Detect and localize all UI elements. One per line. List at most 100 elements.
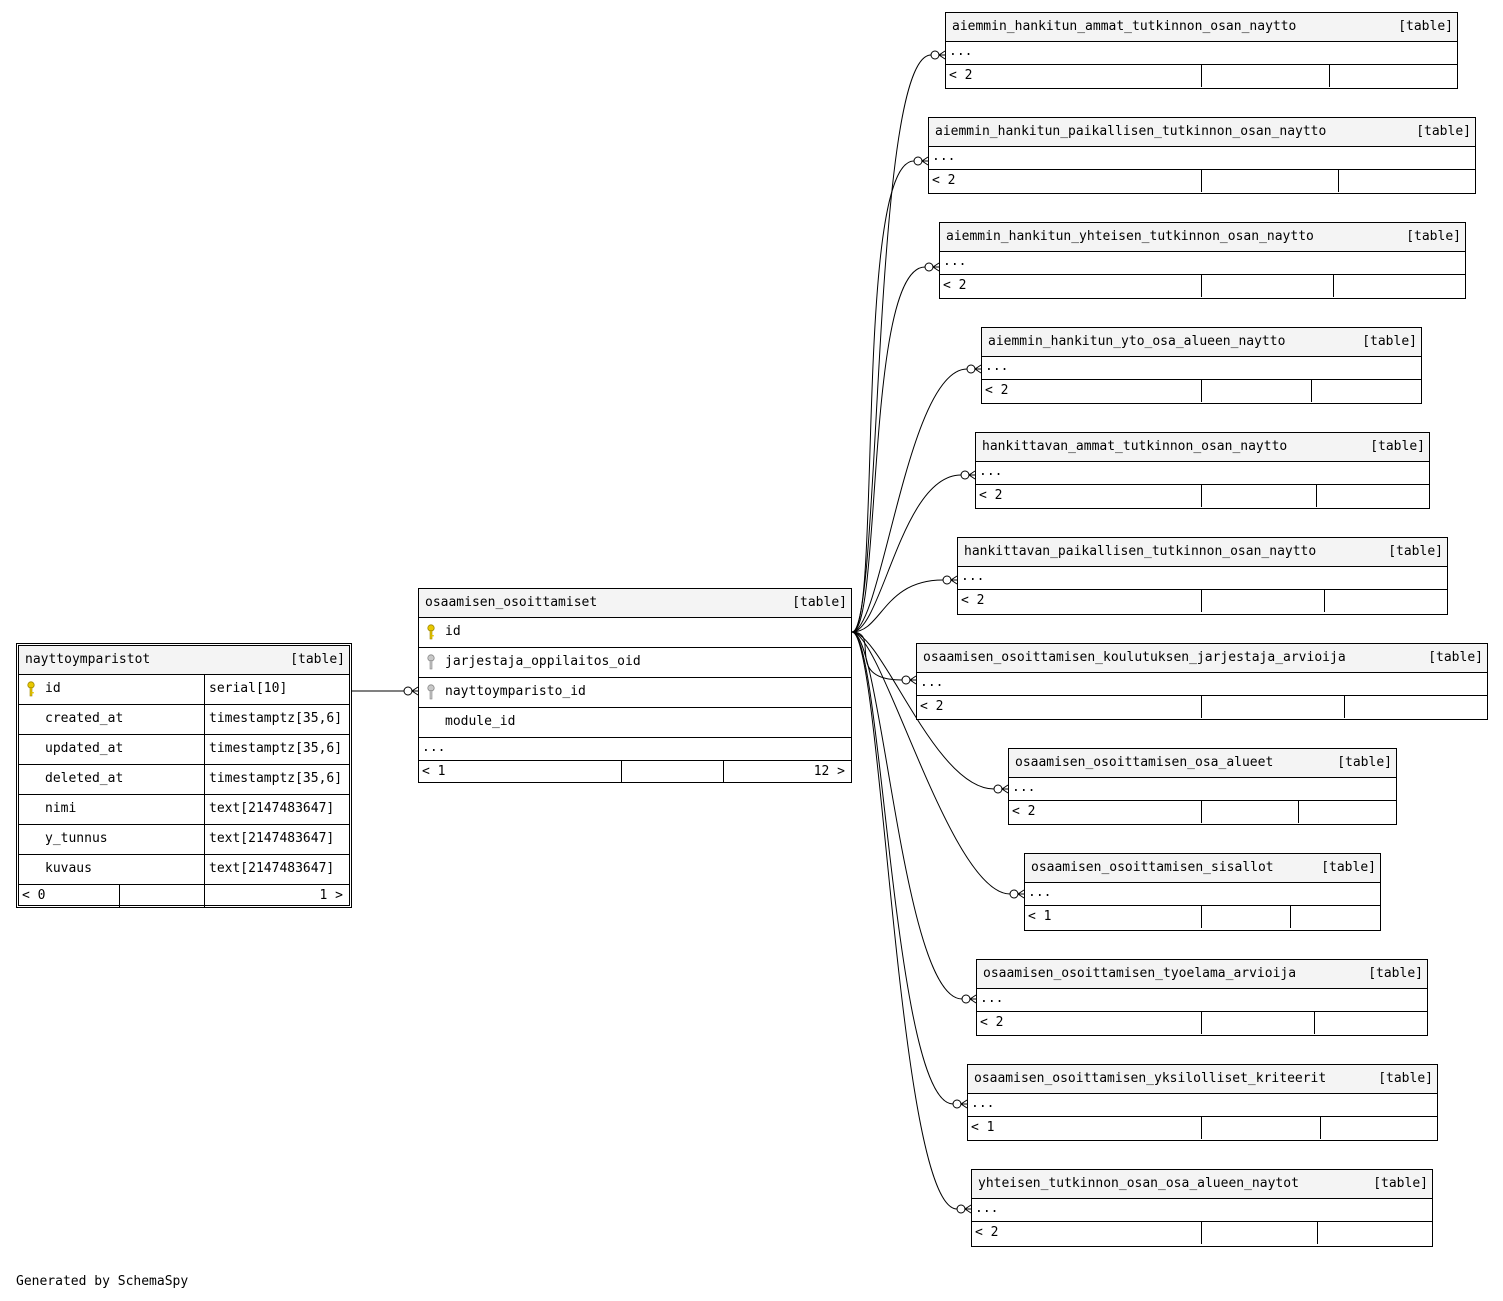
- crows-foot-marker: [938, 50, 946, 60]
- crows-foot-marker: [921, 156, 929, 166]
- table-osaamisen-osoittamiset[interactable]: osaamisen_osoittamiset [table] id jarjes…: [418, 588, 852, 783]
- column-name: nimi: [45, 801, 77, 816]
- table-footer: < 2: [917, 696, 1487, 718]
- table-child[interactable]: osaamisen_osoittamisen_yksilolliset_krit…: [967, 1064, 1438, 1141]
- table-footer: < 2: [940, 275, 1465, 297]
- optional-marker: [966, 364, 976, 374]
- column-name: jarjestaja_oppilaitos_oid: [445, 654, 641, 669]
- table-type-tag: [table]: [1370, 439, 1425, 454]
- relationship-line: [851, 579, 944, 633]
- table-child[interactable]: osaamisen_osoittamisen_sisallot[table] .…: [1024, 853, 1381, 931]
- more-columns: ...: [976, 462, 1429, 485]
- table-name: aiemmin_hankitun_ammat_tutkinnon_osan_na…: [952, 19, 1297, 34]
- table-header: aiemmin_hankitun_paikallisen_tutkinnon_o…: [929, 118, 1475, 147]
- children-count: 1 >: [319, 888, 343, 903]
- table-header: osaamisen_osoittamisen_koulutuksen_jarje…: [917, 644, 1487, 673]
- more-columns: ...: [977, 989, 1427, 1012]
- table-type-tag: [table]: [792, 595, 847, 610]
- optional-marker: [960, 470, 970, 480]
- table-child[interactable]: hankittavan_ammat_tutkinnon_osan_naytto[…: [975, 432, 1430, 509]
- table-child[interactable]: osaamisen_osoittamisen_koulutuksen_jarje…: [916, 643, 1488, 720]
- parents-count: < 1: [971, 1120, 995, 1135]
- more-columns: ...: [972, 1199, 1432, 1222]
- column-row: deleted_at timestamptz[35,6]: [19, 765, 349, 795]
- table-header: aiemmin_hankitun_yhteisen_tutkinnon_osan…: [940, 223, 1465, 252]
- column-name: kuvaus: [45, 861, 92, 876]
- optional-marker: [403, 686, 413, 696]
- column-name: nayttoymparisto_id: [445, 684, 586, 699]
- primary-key-icon: [27, 681, 35, 697]
- table-child[interactable]: aiemmin_hankitun_yto_osa_alueen_naytto[t…: [981, 327, 1422, 404]
- crows-foot-marker: [968, 470, 976, 480]
- table-header: osaamisen_osoittamisen_yksilolliset_krit…: [968, 1065, 1437, 1094]
- table-header: yhteisen_tutkinnon_osan_osa_alueen_nayto…: [972, 1170, 1432, 1199]
- parents-count: < 2: [920, 699, 944, 714]
- column-name: module_id: [445, 714, 516, 729]
- column-type: timestamptz[35,6]: [209, 771, 343, 786]
- table-footer: < 1: [968, 1117, 1437, 1139]
- table-header: osaamisen_osoittamisen_osa_alueet[table]: [1009, 749, 1396, 778]
- relationship-line: [851, 631, 963, 1000]
- table-type-tag: [table]: [290, 652, 345, 667]
- column-name: id: [45, 681, 61, 696]
- crows-foot-marker: [960, 1099, 968, 1109]
- table-footer: < 1 12 >: [419, 761, 851, 783]
- parents-count: < 0: [22, 888, 46, 903]
- column-row: nayttoymparisto_id: [419, 678, 851, 708]
- table-name: yhteisen_tutkinnon_osan_osa_alueen_nayto…: [978, 1176, 1299, 1191]
- more-columns: ...: [1009, 778, 1396, 801]
- parents-count: < 2: [949, 68, 973, 83]
- table-child[interactable]: osaamisen_osoittamisen_osa_alueet[table]…: [1008, 748, 1397, 825]
- optional-marker: [942, 575, 952, 585]
- table-child[interactable]: aiemmin_hankitun_yhteisen_tutkinnon_osan…: [939, 222, 1466, 299]
- optional-marker: [952, 1099, 962, 1109]
- relationship-line: [851, 160, 915, 633]
- table-type-tag: [table]: [1373, 1176, 1428, 1191]
- table-footer: < 2: [976, 485, 1429, 507]
- table-footer: < 2: [958, 590, 1447, 612]
- more-columns: ...: [982, 357, 1421, 380]
- generated-by-credit: Generated by SchemaSpy: [16, 1274, 189, 1289]
- column-row: jarjestaja_oppilaitos_oid: [419, 648, 851, 678]
- crows-foot-marker: [969, 994, 977, 1004]
- crows-foot-marker: [411, 686, 419, 696]
- more-columns: ...: [917, 673, 1487, 696]
- parents-count: < 1: [422, 764, 446, 779]
- table-type-tag: [table]: [1368, 966, 1423, 981]
- table-child[interactable]: aiemmin_hankitun_paikallisen_tutkinnon_o…: [928, 117, 1476, 194]
- optional-marker: [956, 1204, 966, 1214]
- table-header: osaamisen_osoittamiset [table]: [419, 589, 851, 618]
- table-nayttoymparistot[interactable]: nayttoymparistot [table] id serial[10] c…: [16, 643, 352, 908]
- more-columns: ...: [940, 252, 1465, 275]
- column-name: y_tunnus: [45, 831, 108, 846]
- column-type: text[2147483647]: [209, 861, 335, 876]
- parents-count: < 2: [961, 593, 985, 608]
- column-type: serial[10]: [209, 681, 288, 696]
- table-child[interactable]: aiemmin_hankitun_ammat_tutkinnon_osan_na…: [945, 12, 1458, 89]
- parents-count: < 2: [975, 1225, 999, 1240]
- foreign-key-icon: [427, 684, 435, 700]
- table-child[interactable]: osaamisen_osoittamisen_tyoelama_arvioija…: [976, 959, 1428, 1036]
- relationship-line: [851, 631, 995, 790]
- crows-foot-marker: [1001, 784, 1009, 794]
- table-header: nayttoymparistot [table]: [19, 646, 349, 675]
- column-row: nimi text[2147483647]: [19, 795, 349, 825]
- column-type: text[2147483647]: [209, 801, 335, 816]
- column-row: created_at timestamptz[35,6]: [19, 705, 349, 735]
- column-row: y_tunnus text[2147483647]: [19, 825, 349, 855]
- table-footer: < 2: [929, 170, 1475, 192]
- crows-foot-marker: [909, 675, 917, 685]
- table-child[interactable]: yhteisen_tutkinnon_osan_osa_alueen_nayto…: [971, 1169, 1433, 1247]
- table-footer: < 2: [1009, 801, 1396, 823]
- table-name: osaamisen_osoittamisen_koulutuksen_jarje…: [923, 650, 1346, 665]
- relationship-line: [851, 631, 1011, 895]
- table-name: aiemmin_hankitun_yhteisen_tutkinnon_osan…: [946, 229, 1314, 244]
- table-footer: < 2: [946, 65, 1457, 87]
- table-footer: < 2: [977, 1012, 1427, 1034]
- crows-foot-marker: [932, 262, 940, 272]
- column-name: id: [445, 624, 461, 639]
- table-child[interactable]: hankittavan_paikallisen_tutkinnon_osan_n…: [957, 537, 1448, 615]
- table-footer: < 2: [972, 1222, 1432, 1244]
- optional-marker: [1009, 889, 1019, 899]
- column-name: created_at: [45, 711, 124, 726]
